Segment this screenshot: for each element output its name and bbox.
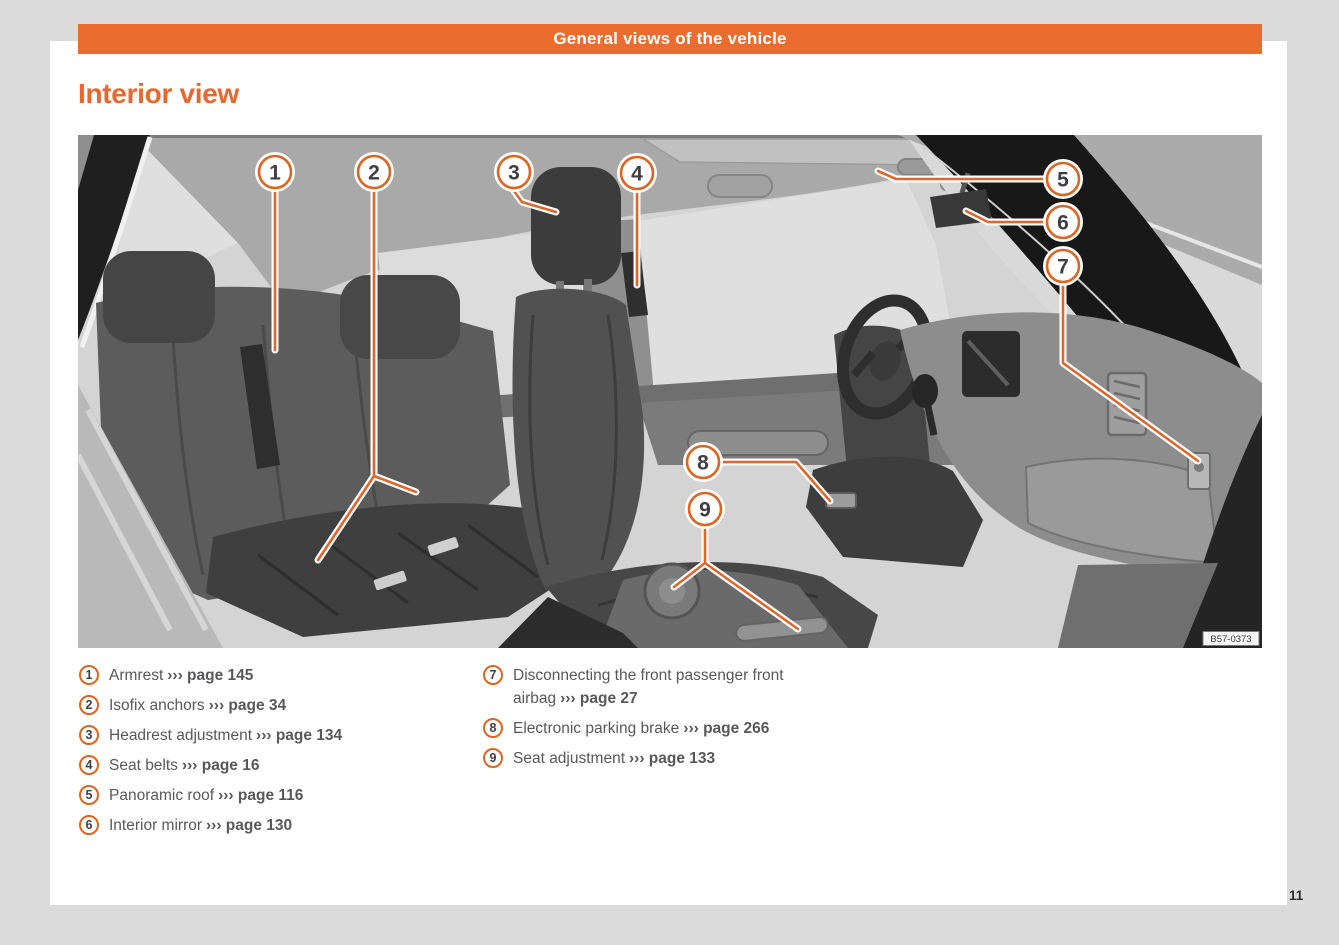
callout-3: 3: [494, 152, 534, 192]
svg-text:B57-0373: B57-0373: [1210, 634, 1251, 645]
page-ref-link[interactable]: ››› page 116: [218, 787, 304, 804]
body-sill-highlight: [78, 408, 209, 632]
svg-text:9: 9: [699, 499, 711, 522]
callout-5: 5: [1043, 159, 1083, 199]
door-inner-panel: [1058, 563, 1218, 648]
legend-item-passenger-airbag: 7 Disconnecting the front passenger fron…: [483, 664, 828, 710]
svg-text:6: 6: [1057, 212, 1069, 235]
page-ref-link[interactable]: ››› page 130: [206, 817, 293, 834]
isofix-guide: [427, 537, 459, 556]
legend-label: Armrest: [109, 667, 164, 684]
page-ref-link[interactable]: ››› page 134: [256, 727, 343, 744]
body-sill: [78, 385, 223, 648]
floor: [498, 597, 638, 648]
leader-lines: [271, 167, 1202, 633]
legend-item-armrest: 1 Armrest››› page 145: [79, 664, 474, 687]
svg-text:7: 7: [1057, 256, 1069, 279]
rear-headrest-middle: [340, 275, 460, 359]
page-ref-link[interactable]: ››› page 34: [208, 697, 287, 714]
callout-6: 6: [1043, 202, 1083, 242]
legend-item-interior-mirror: 6 Interior mirror››› page 130: [79, 814, 474, 837]
roof-grab-handle: [707, 174, 773, 198]
legend-item-isofix-anchors: 2 Isofix anchors››› page 34: [79, 694, 474, 717]
rear-seat-cushion: [206, 503, 603, 637]
legend-item-parking-brake: 8 Electronic parking brake››› page 266: [483, 717, 828, 740]
page-ref-link[interactable]: ››› page 27: [560, 690, 638, 707]
legend-number-7: 7: [483, 665, 503, 685]
interior-view-figure: 1 2 3 4 5: [78, 135, 1262, 648]
door-armrest: [687, 430, 829, 456]
legend-item-headrest-adjustment: 3 Headrest adjustment››› page 134: [79, 724, 474, 747]
chapter-banner: General views of the vehicle: [78, 24, 1262, 54]
page-ref-link[interactable]: ››› page 16: [181, 757, 260, 774]
svg-text:2: 2: [368, 162, 380, 185]
legend-label: Headrest adjustment: [109, 727, 253, 744]
gear-knob: [912, 374, 938, 408]
callout-7: 7: [1043, 246, 1083, 286]
legend-label: Disconnecting the front passenger front …: [513, 667, 784, 707]
legend-right-column: 7 Disconnecting the front passenger fron…: [483, 664, 828, 777]
legend-label: Interior mirror: [109, 817, 203, 834]
legend-number-6: 6: [79, 815, 99, 835]
svg-text:3: 3: [508, 162, 520, 185]
legend-label: Panoramic roof: [109, 787, 215, 804]
rear-headrest-outer: [103, 251, 215, 343]
headrest-post-2: [584, 279, 592, 299]
legend-item-seat-adjustment: 9 Seat adjustment››› page 133: [483, 747, 828, 770]
page-ref-link[interactable]: ››› page 133: [629, 750, 716, 767]
svg-text:8: 8: [697, 452, 709, 475]
callout-8: 8: [683, 442, 723, 482]
legend-number-3: 3: [79, 725, 99, 745]
rear-seat-belt-strap: [240, 344, 280, 469]
rear-cushion-piping: [257, 523, 539, 617]
chapter-title: General views of the vehicle: [553, 29, 787, 48]
legend-item-seat-belts: 4 Seat belts››› page 16: [79, 754, 474, 777]
callout-2: 2: [354, 152, 394, 192]
svg-text:4: 4: [631, 163, 643, 186]
c-pillar-trim: [79, 136, 153, 348]
callout-4: 4: [617, 153, 657, 193]
legend-label: Seat adjustment: [513, 750, 626, 767]
legend-number-9: 9: [483, 748, 503, 768]
page-ref-link[interactable]: ››› page 145: [167, 667, 254, 684]
legend-left-column: 1 Armrest››› page 145 2 Isofix anchors››…: [79, 664, 474, 844]
legend-label: Isofix anchors: [109, 697, 205, 714]
figure-code-label: B57-0373: [1202, 631, 1260, 646]
page-number: 11: [1289, 888, 1304, 903]
legend-number-2: 2: [79, 695, 99, 715]
legend-label: Seat belts: [109, 757, 178, 774]
driver-seat: [834, 325, 930, 480]
page-title: Interior view: [78, 78, 240, 109]
page-ref-link[interactable]: ››› page 266: [683, 720, 770, 737]
isofix-guide-2: [373, 570, 407, 591]
svg-text:1: 1: [269, 162, 281, 185]
legend-item-panoramic-roof: 5 Panoramic roof››› page 116: [79, 784, 474, 807]
screen-glare: [966, 339, 1010, 387]
legend-number-5: 5: [79, 785, 99, 805]
legend-number-1: 1: [79, 665, 99, 685]
svg-text:5: 5: [1057, 169, 1069, 192]
legend-label: Electronic parking brake: [513, 720, 680, 737]
legend-number-8: 8: [483, 718, 503, 738]
front-seat-seams: [528, 314, 618, 566]
legend-number-4: 4: [79, 755, 99, 775]
figure-callouts: 1 2 3 4 5: [255, 152, 1083, 529]
car-interior-illustration: 1 2 3 4 5: [78, 135, 1262, 648]
airbag-key-slot: [1194, 462, 1204, 472]
center-console: [806, 456, 983, 567]
callout-1: 1: [255, 152, 295, 192]
front-headrest: [531, 167, 621, 285]
callout-9: 9: [685, 489, 725, 529]
